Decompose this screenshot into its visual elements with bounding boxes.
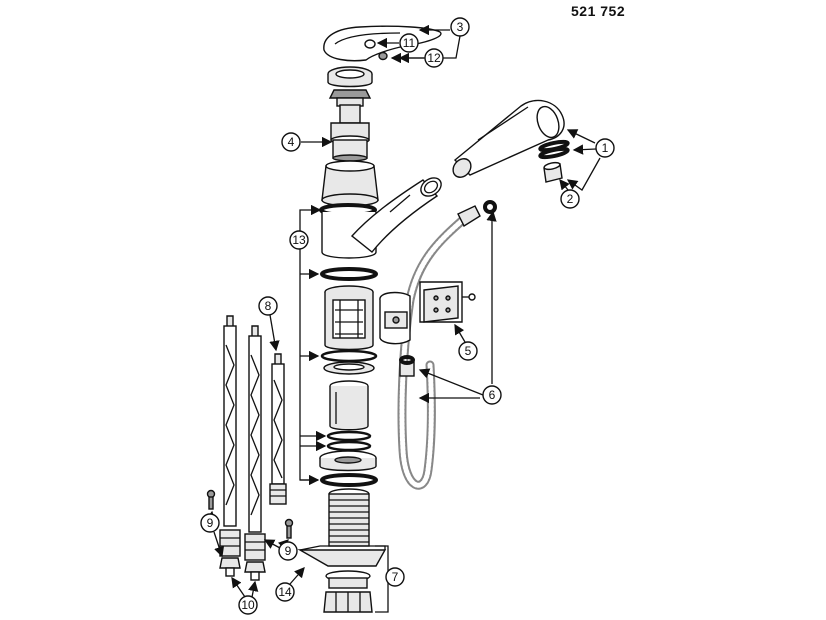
cartridge <box>330 104 370 162</box>
spout-ring <box>321 160 379 207</box>
callout-14: 14 <box>275 582 295 602</box>
fixing-screw <box>206 489 216 510</box>
mounting-bracket <box>297 545 387 567</box>
swivel-spout <box>319 177 442 259</box>
handle-adapter <box>327 66 373 88</box>
sleeve <box>329 380 369 431</box>
spray-hose <box>397 200 497 490</box>
supply-hose-right <box>269 353 287 505</box>
svg-text:9: 9 <box>285 544 292 558</box>
svg-text:12: 12 <box>427 51 441 65</box>
base-gasket <box>320 473 378 487</box>
stem-nut <box>328 89 372 107</box>
callout-11: 11 <box>399 33 419 53</box>
callout-8: 8 <box>258 296 278 316</box>
callout-9-right: 9 <box>278 541 298 561</box>
connection-nipple <box>244 561 266 581</box>
o-ring <box>326 440 372 452</box>
connection-nipple <box>219 557 241 577</box>
svg-text:4: 4 <box>288 135 295 149</box>
callout-2: 2 <box>560 189 580 209</box>
svg-text:13: 13 <box>292 233 306 247</box>
svg-text:6: 6 <box>489 388 496 402</box>
diagram-part-number: 521 752 <box>571 3 626 19</box>
mounting-nut <box>323 570 373 613</box>
threaded-shank <box>328 488 370 547</box>
o-ring <box>326 430 372 442</box>
o-ring <box>320 267 378 281</box>
hose-guide <box>379 281 476 345</box>
valve-body <box>324 285 374 351</box>
pull-out-spray-head <box>452 99 565 178</box>
washer <box>323 361 375 375</box>
svg-text:1: 1 <box>602 141 609 155</box>
callout-7: 7 <box>385 567 405 587</box>
supply-hose-left <box>219 315 241 557</box>
svg-text:9: 9 <box>207 516 214 530</box>
supply-hose-middle <box>244 325 266 561</box>
aerator <box>543 161 563 183</box>
callout-4: 4 <box>281 132 301 152</box>
svg-text:14: 14 <box>278 585 292 599</box>
svg-text:3: 3 <box>457 20 464 34</box>
svg-text:10: 10 <box>241 598 255 612</box>
svg-text:7: 7 <box>392 570 399 584</box>
svg-text:2: 2 <box>567 192 574 206</box>
spray-o-ring <box>538 146 570 160</box>
fixing-screw <box>284 518 294 539</box>
svg-text:8: 8 <box>265 299 272 313</box>
o-ring <box>320 349 378 363</box>
callout-3: 3 <box>450 17 470 37</box>
svg-text:11: 11 <box>403 36 416 50</box>
callout-13: 13 <box>289 230 309 250</box>
callout-10: 10 <box>238 595 258 615</box>
base-ring <box>319 450 377 472</box>
callout-1: 1 <box>595 138 615 158</box>
callout-9-left: 9 <box>200 513 220 533</box>
callout-12: 12 <box>424 48 444 68</box>
svg-text:5: 5 <box>465 344 472 358</box>
callout-5: 5 <box>458 341 478 361</box>
callout-6: 6 <box>482 385 502 405</box>
